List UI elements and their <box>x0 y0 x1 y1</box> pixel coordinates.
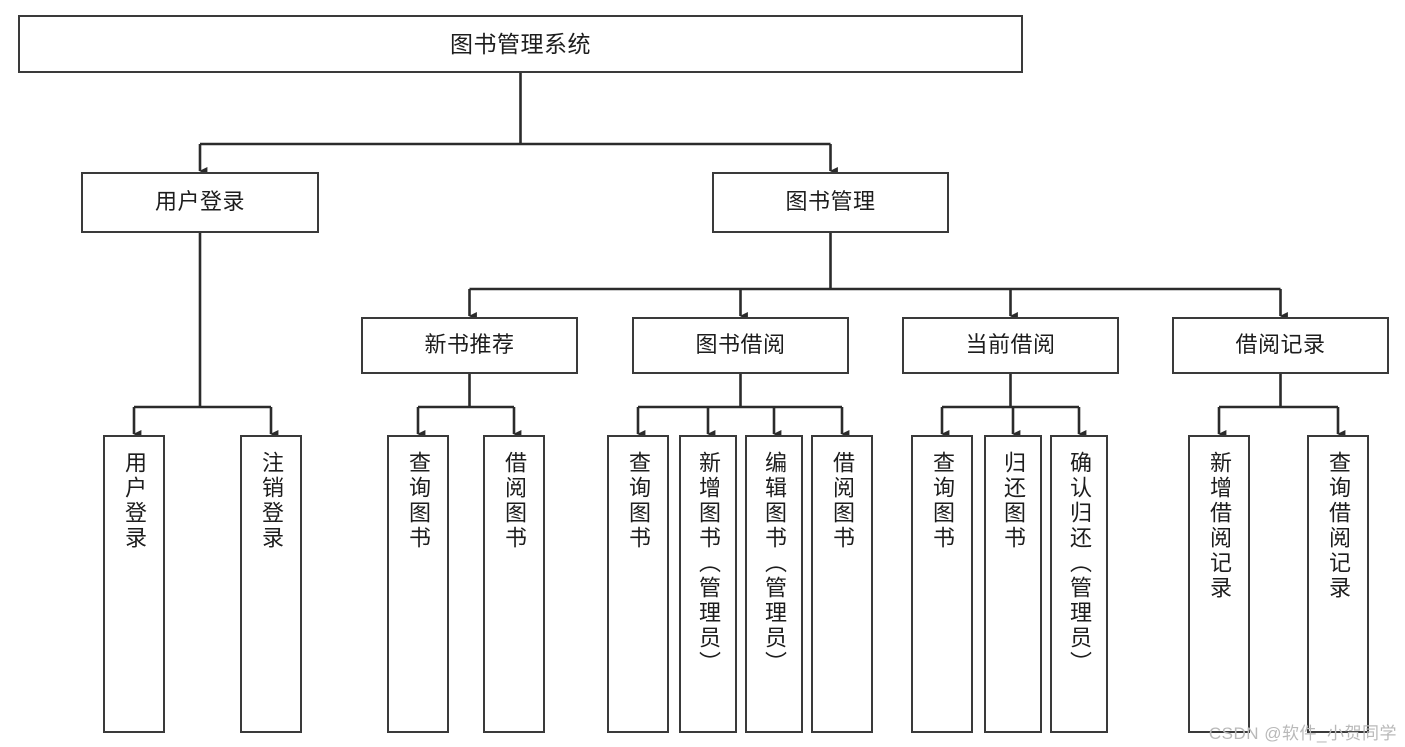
node-n-query[interactable]: 查询图书 <box>387 435 449 733</box>
node-label: 当前借阅 <box>965 332 1056 358</box>
node-r-add[interactable]: 新增借阅记录 <box>1188 435 1250 733</box>
node-label: 借阅图书 <box>830 451 855 551</box>
node-borrow[interactable]: 图书借阅 <box>632 317 849 374</box>
node-label: 查询图书 <box>930 451 955 551</box>
node-label: 查询图书 <box>406 451 431 551</box>
node-label: 新增借阅记录 <box>1207 451 1232 601</box>
csdn-watermark: CSDN @软件_小贺同学 <box>1208 724 1397 743</box>
node-label: 归还图书 <box>1001 451 1026 551</box>
node-label: 查询借阅记录 <box>1326 451 1351 601</box>
node-label: 编辑图书（管理员） <box>762 451 787 676</box>
node-r-query[interactable]: 查询借阅记录 <box>1307 435 1369 733</box>
node-n-borrow[interactable]: 借阅图书 <box>483 435 545 733</box>
node-c-query[interactable]: 查询图书 <box>911 435 973 733</box>
node-label: 借阅记录 <box>1235 332 1326 358</box>
node-label: 确认归还（管理员） <box>1067 451 1092 676</box>
node-b-edit[interactable]: 编辑图书（管理员） <box>745 435 803 733</box>
node-label: 新增图书（管理员） <box>696 451 721 676</box>
node-label: 借阅图书 <box>502 451 527 551</box>
node-l-logout[interactable]: 注销登录 <box>240 435 302 733</box>
node-b-add[interactable]: 新增图书（管理员） <box>679 435 737 733</box>
node-label: 图书管理系统 <box>450 30 591 57</box>
node-login[interactable]: 用户登录 <box>81 172 319 233</box>
node-label: 图书借阅 <box>695 332 786 358</box>
node-label: 用户登录 <box>122 451 147 551</box>
node-current[interactable]: 当前借阅 <box>902 317 1119 374</box>
node-label: 新书推荐 <box>424 332 515 358</box>
node-bookmgmt[interactable]: 图书管理 <box>712 172 949 233</box>
node-records[interactable]: 借阅记录 <box>1172 317 1389 374</box>
node-c-confirm[interactable]: 确认归还（管理员） <box>1050 435 1108 733</box>
node-b-query[interactable]: 查询图书 <box>607 435 669 733</box>
node-c-return[interactable]: 归还图书 <box>984 435 1042 733</box>
node-label: 查询图书 <box>626 451 651 551</box>
node-b-lend[interactable]: 借阅图书 <box>811 435 873 733</box>
node-label: 图书管理 <box>785 189 876 215</box>
node-root[interactable]: 图书管理系统 <box>18 15 1023 73</box>
node-l-login[interactable]: 用户登录 <box>103 435 165 733</box>
node-label: 用户登录 <box>154 189 245 215</box>
node-newbook[interactable]: 新书推荐 <box>361 317 578 374</box>
node-label: 注销登录 <box>259 451 284 551</box>
